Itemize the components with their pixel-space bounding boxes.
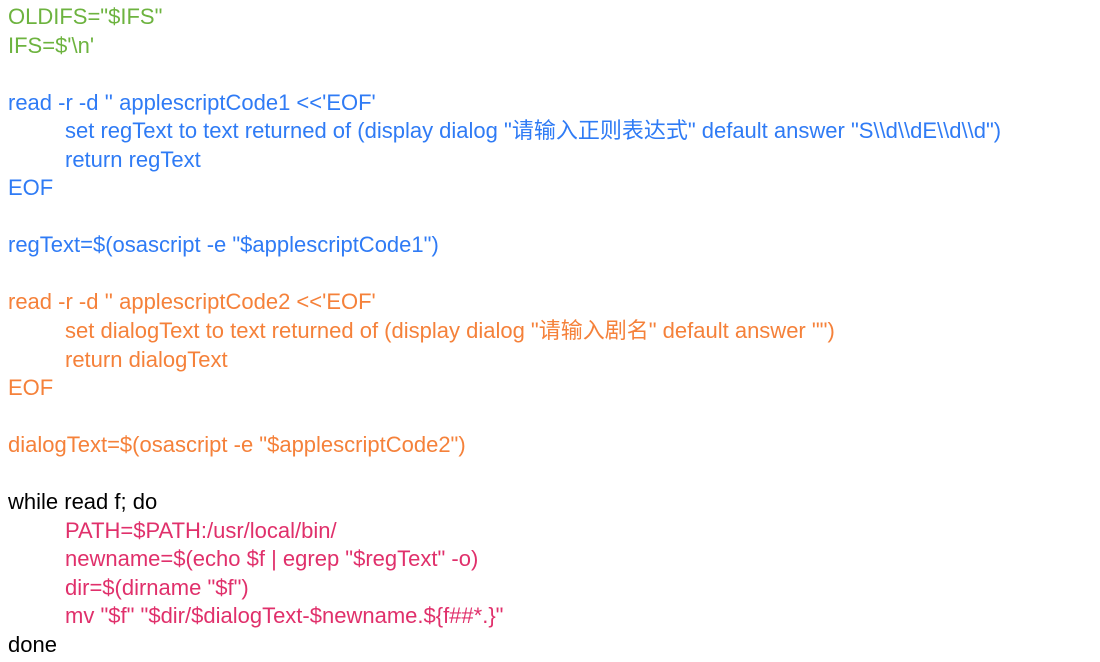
- code-line: while read f; do: [8, 489, 158, 515]
- code-line: read -r -d '' applescriptCode2 <<'EOF': [8, 289, 376, 315]
- code-line: done: [8, 632, 57, 658]
- blank-line: [8, 260, 1100, 289]
- code-line: return dialogText: [65, 346, 228, 372]
- blank-line: [8, 60, 1100, 89]
- code-line: regText=$(osascript -e "$applescriptCode…: [8, 232, 439, 258]
- code-line: newname=$(echo $f | egrep "$regText" -o): [65, 546, 479, 572]
- code-line: return regText: [65, 146, 201, 172]
- blank-line: [8, 203, 1100, 232]
- blank-line: [8, 460, 1100, 489]
- code-line: IFS=$'\n': [8, 32, 95, 58]
- code-line: EOF: [8, 175, 54, 201]
- code-line: dir=$(dirname "$f"): [65, 574, 249, 600]
- code-line: PATH=$PATH:/usr/local/bin/: [65, 517, 337, 543]
- code-line: read -r -d '' applescriptCode1 <<'EOF': [8, 89, 376, 115]
- code-line: OLDIFS="$IFS": [8, 4, 163, 29]
- code-line: set dialogText to text returned of (disp…: [65, 318, 835, 344]
- code-line: set regText to text returned of (display…: [65, 118, 1002, 144]
- blank-line: [8, 403, 1100, 432]
- code-line: dialogText=$(osascript -e "$applescriptC…: [8, 432, 466, 458]
- code-line: EOF: [8, 375, 54, 401]
- code-line: mv "$f" "$dir/$dialogText-$newname.${f##…: [65, 603, 504, 629]
